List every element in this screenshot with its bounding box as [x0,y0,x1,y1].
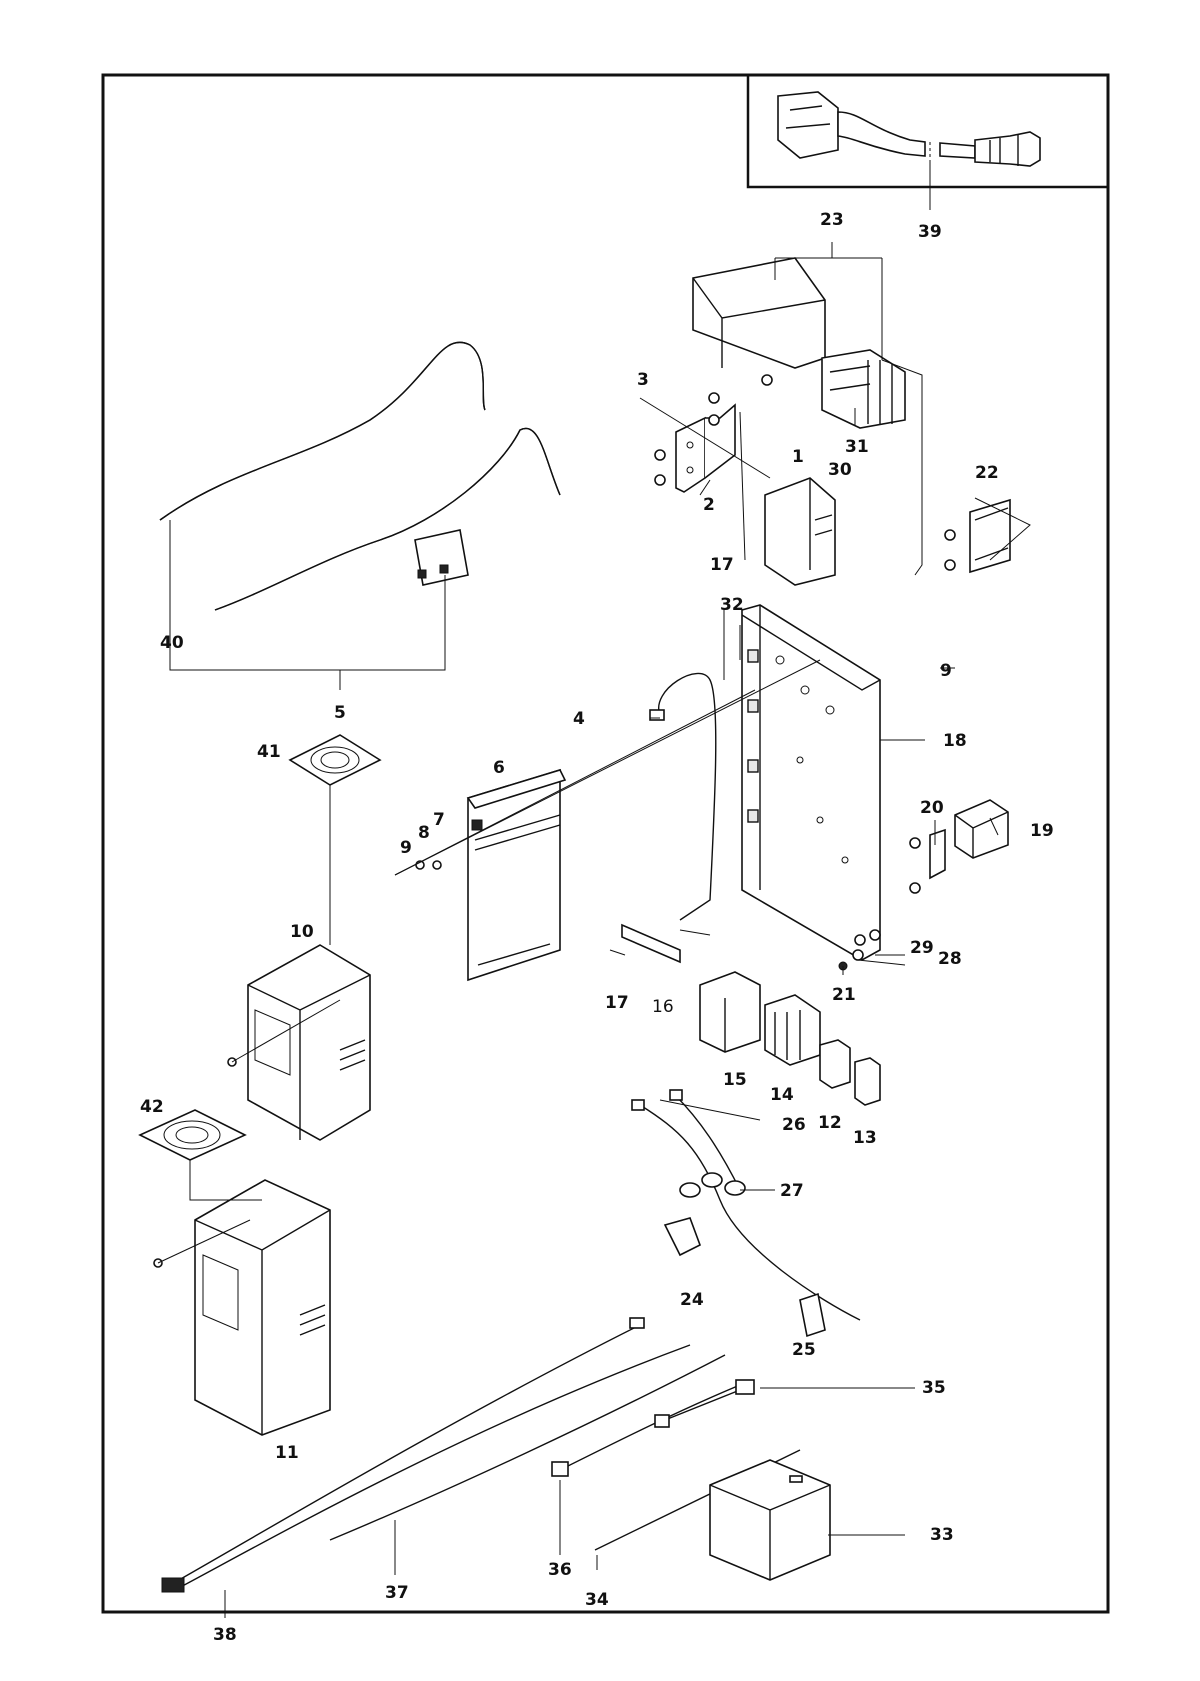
part-33-battery [709,1459,831,1581]
part-20-bracket [929,828,946,880]
callout-20: 20 [920,798,944,818]
callout-30: 30 [828,460,852,480]
part-6-module [466,768,567,982]
callout-18: 18 [943,731,967,751]
part-18-mounting-plate [741,604,881,961]
callout-24: 24 [680,1290,704,1310]
part-12-auxiliary [819,1039,851,1089]
callout-37: 37 [385,1583,409,1603]
callout-15: 15 [723,1070,747,1090]
callout-10: 10 [290,922,314,942]
part-41-fan-grille [288,734,382,786]
callout-22: 22 [975,463,999,483]
callout-8: 8 [418,823,430,843]
callout-32: 32 [720,595,744,615]
callout-13: 13 [853,1128,877,1148]
part-24-connector [663,1217,701,1257]
part-1-power-supply [764,477,836,586]
part-15-contactor [699,971,761,1053]
callout-7: 7 [433,810,445,830]
callout-19: 19 [1030,821,1054,841]
callout-35: 35 [922,1378,946,1398]
callout-38: 38 [213,1625,237,1645]
part-11-inverter [194,1179,331,1436]
callout-26: 26 [782,1115,806,1135]
callout-9b: 9 [940,661,952,681]
callout-23: 23 [820,210,844,230]
part-5-cable-harness [214,427,561,611]
callout-17a: 17 [710,555,734,575]
part-39-cable-assembly [777,91,1041,167]
part-22-rail-bracket [969,498,1011,574]
part-23-housing [692,257,906,429]
part-10-inverter [247,944,371,1141]
callout-3: 3 [637,370,649,390]
callout-39: 39 [918,222,942,242]
callout-40: 40 [160,633,184,653]
callout-14: 14 [770,1085,794,1105]
callout-21: 21 [832,985,856,1005]
callout-5: 5 [334,703,346,723]
part-36-cable [551,1384,741,1477]
callout-34: 34 [585,1590,609,1610]
callout-27: 27 [780,1181,804,1201]
part-25-connector [799,1292,826,1338]
callout-42: 42 [140,1097,164,1117]
leader-lines [157,160,1031,1618]
callout-11: 11 [275,1443,299,1463]
inset-frame-39 [746,73,1110,189]
callout-29: 29 [910,938,934,958]
part-37-cable [329,1354,726,1541]
callout-31: 31 [845,437,869,457]
part-16-din-rail [621,923,681,964]
callout-9a: 9 [400,838,412,858]
callout-1: 1 [792,447,804,467]
callout-25: 25 [792,1340,816,1360]
callout-2: 2 [703,495,715,515]
diagram-frame [101,73,1110,1614]
part-27-glands [679,1172,746,1198]
part-13-auxiliary [854,1057,881,1106]
callout-16: 16 [652,997,674,1017]
callout-4: 4 [573,709,585,729]
callout-36: 36 [548,1560,572,1580]
part-40-hose [159,341,486,521]
part-19-block [954,799,1009,859]
part-35-cable [654,1379,755,1428]
callout-labels: 23 39 3 31 30 1 2 22 17 32 9 40 5 4 18 4… [140,210,1054,1645]
callout-33: 33 [930,1525,954,1545]
part-38-cable [161,1317,691,1593]
callout-6: 6 [493,758,505,778]
part-14-contactor [764,994,821,1066]
part-2-bracket [675,403,736,493]
fasteners [153,374,956,1268]
callout-17b: 17 [605,993,629,1013]
callout-28: 28 [938,949,962,969]
callout-41: 41 [257,742,281,762]
part-42-fan-grille [138,1109,247,1161]
part-4-cable [649,672,717,921]
callout-12: 12 [818,1113,842,1133]
